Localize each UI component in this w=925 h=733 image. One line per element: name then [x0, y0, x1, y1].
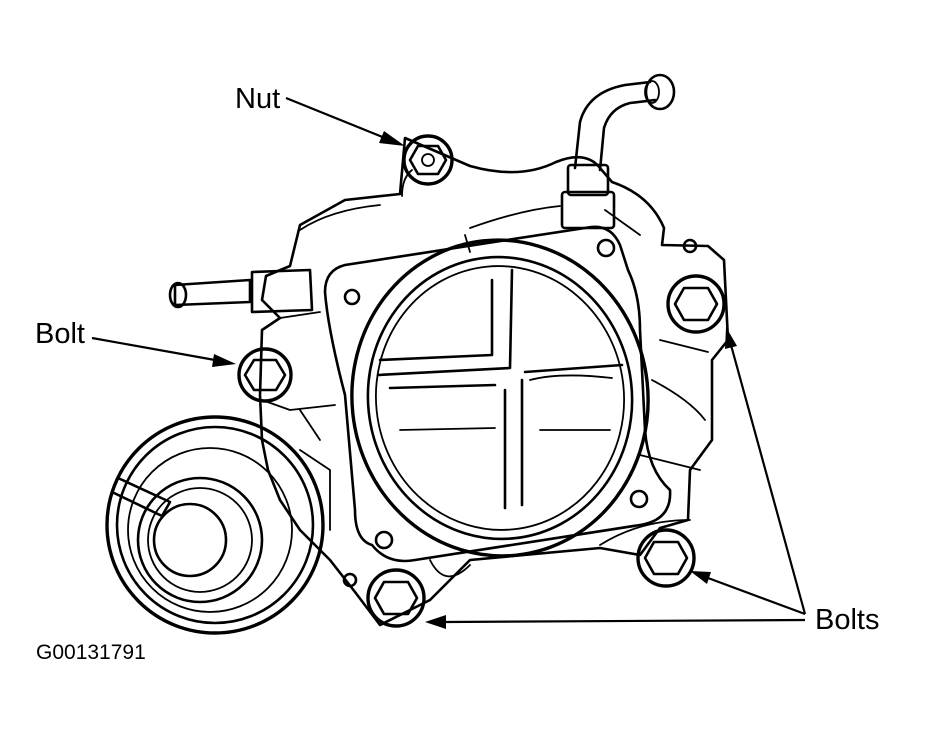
nut-top: [402, 134, 454, 186]
bolt-bottom: [366, 568, 426, 628]
figure-id: G00131791: [36, 641, 146, 664]
throttle-bore: [350, 238, 650, 558]
round-housing: [105, 415, 331, 635]
leader-bolts: [425, 327, 807, 629]
bolts-label: Bolts: [815, 604, 879, 636]
throttle-body-housing: [258, 136, 730, 627]
leader-nut: [285, 96, 405, 146]
bolt-right-lower: [636, 528, 696, 588]
bolt-left: [237, 347, 293, 403]
leader-bolt: [91, 336, 236, 367]
side-nipple: [168, 268, 314, 314]
bypass-pipe: [560, 73, 676, 230]
nut-label: Nut: [235, 83, 280, 115]
bolt-right-upper: [666, 274, 726, 334]
mounting-flange: [323, 225, 698, 588]
bolt-label: Bolt: [35, 318, 85, 350]
